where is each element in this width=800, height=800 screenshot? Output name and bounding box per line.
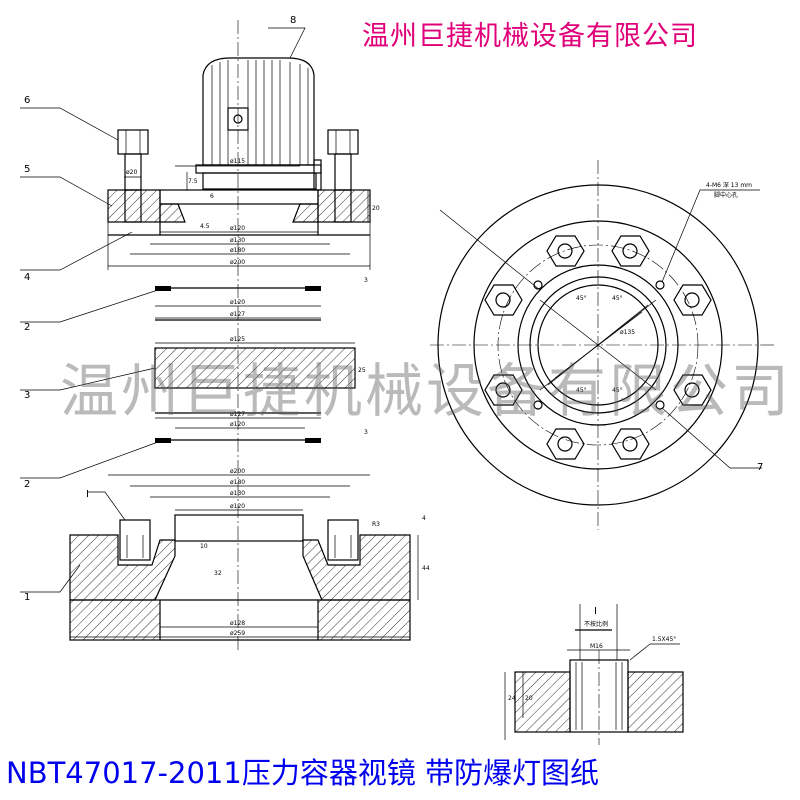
dim-angle-4: 45°: [612, 387, 623, 394]
dim-t20: 20: [372, 205, 380, 212]
dim-t10: 10: [200, 543, 208, 550]
dim-m16: M16: [590, 643, 603, 650]
dim-d128: ø128: [230, 620, 245, 627]
part-number-6: 6: [24, 95, 30, 106]
gasket-lower: [155, 412, 321, 443]
dim-d75: 7.5: [188, 178, 198, 185]
dim-angle-2: 45°: [612, 295, 623, 302]
leader-lines: [20, 27, 306, 593]
dim-d180a: ø180: [230, 247, 245, 254]
explosion-proof-lamp: [195, 57, 322, 191]
dim-d135: ø135: [620, 329, 635, 336]
detail-subtitle: 不按比例: [584, 620, 608, 628]
dim-t3b: 3: [364, 429, 368, 436]
dim-d259: ø259: [230, 630, 245, 637]
part-number-4: 4: [24, 272, 30, 283]
dim-d115: ø115: [230, 158, 245, 165]
part-number-5: 5: [24, 164, 30, 175]
dim-d127b: ø127: [230, 411, 245, 418]
dim-d130b: ø130: [230, 490, 245, 497]
hex-bolt-left: [117, 129, 149, 191]
dim-d20: ø20: [126, 169, 137, 176]
dim-d200a: ø200: [230, 259, 245, 266]
hex-bolt-right: [327, 129, 359, 191]
dim-bolt-note: 4-M6 深 13 mm: [706, 181, 752, 189]
dim-d6: 6: [210, 193, 214, 200]
part-number-8: 8: [290, 15, 296, 26]
sight-glass: [154, 347, 356, 389]
dim-d180b: ø180: [230, 479, 245, 486]
base-flange: [69, 514, 411, 641]
dim-t3a: 3: [364, 277, 368, 284]
dim-t24: 24: [508, 695, 516, 702]
dim-angle-3: 45°: [576, 387, 587, 394]
detail-view: [504, 604, 684, 745]
watermark-text: 温州巨捷机械设备有限公司: [60, 357, 793, 425]
dim-d120b: ø120: [230, 299, 245, 306]
dim-d127a: ø127: [230, 311, 245, 318]
dim-t25: 25: [358, 367, 366, 374]
dim-chamfer: 1.5X45°: [652, 636, 676, 643]
part-number-1: 1: [24, 592, 30, 603]
detail-marker: I: [86, 489, 89, 500]
dim-d130a: ø130: [230, 237, 245, 244]
dim-t32: 32: [214, 570, 222, 577]
dim-d45: 4.5: [200, 223, 210, 230]
part-number-labels: 8 6 5 4 2 3 2 1 7 I: [24, 15, 763, 603]
dim-d120c: ø120: [230, 421, 245, 428]
dimension-texts: ø115 ø20 7.5 6 4.5 20 ø120 ø130 ø180 ø20…: [126, 158, 752, 702]
part-number-2-lower: 2: [24, 479, 30, 490]
dim-t20b: 20: [525, 695, 533, 702]
part-number-7: 7: [757, 462, 763, 473]
company-name: 温州巨捷机械设备有限公司: [362, 21, 698, 52]
part-number-2-upper: 2: [24, 322, 30, 333]
dim-t4: 4: [422, 515, 426, 522]
dim-d200b: ø200: [230, 468, 245, 475]
dim-t44: 44: [422, 565, 430, 572]
dim-bolt-sub: 脚中心孔: [714, 191, 738, 199]
top-view: [430, 160, 775, 530]
gasket-upper: [155, 286, 321, 321]
dim-angle-1: 45°: [576, 295, 587, 302]
cover-flange: [107, 189, 371, 236]
detail-title: I: [594, 606, 597, 617]
dim-d120a: ø120: [230, 225, 245, 232]
dim-r3: R3: [372, 521, 380, 528]
dim-d120d: ø120: [230, 503, 245, 510]
dim-d125: ø125: [230, 336, 245, 343]
dimension-lines: [70, 165, 419, 638]
drawing-title: NBT47017-2011压力容器视镜 带防爆灯图纸: [6, 756, 600, 790]
part-number-3: 3: [24, 390, 30, 401]
